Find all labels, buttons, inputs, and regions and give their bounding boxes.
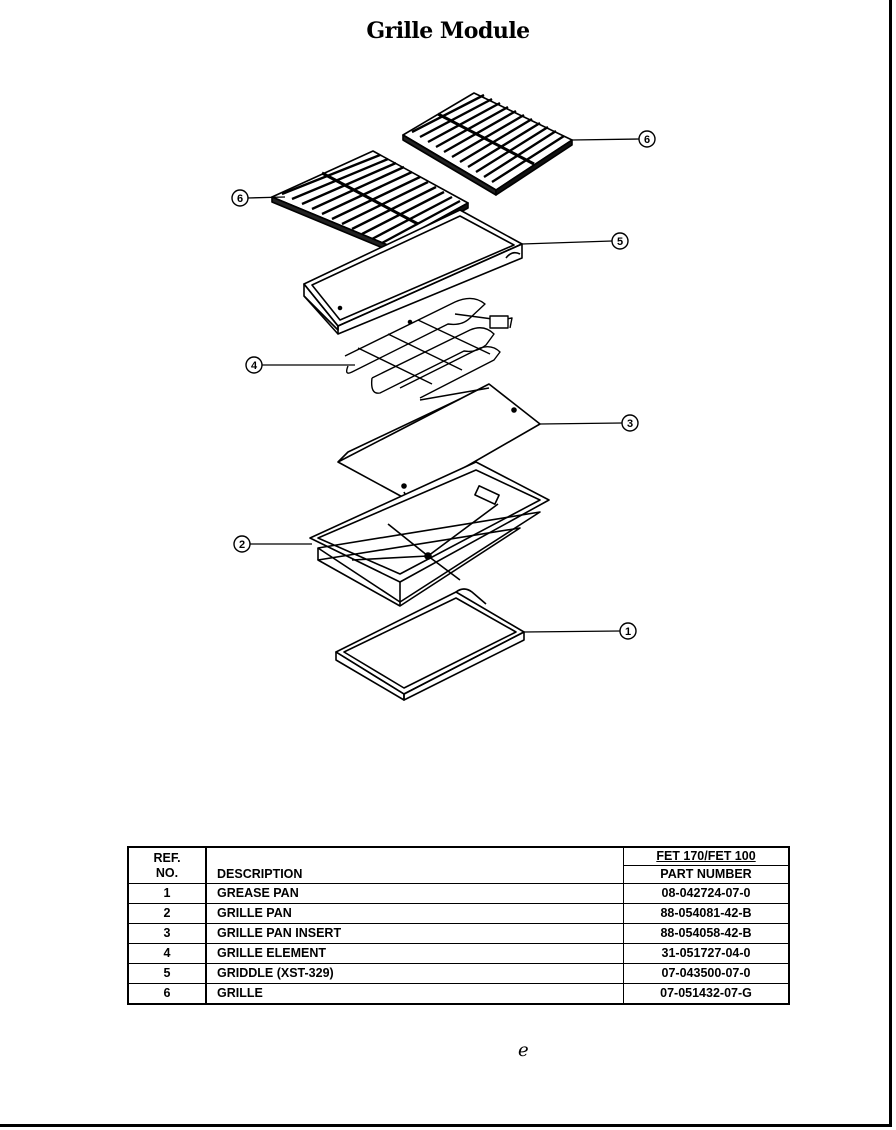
- table-row: 3 GRILLE PAN INSERT 88-054058-42-B: [127, 923, 790, 944]
- row-description: GRILLE ELEMENT: [205, 943, 624, 964]
- grille-element: [344, 297, 513, 399]
- row-ref: 5: [127, 963, 207, 984]
- row-part-number: 07-043500-07-0: [623, 963, 790, 984]
- parts-table: REF. NO. DESCRIPTION FET 170/FET 100 PAR…: [127, 846, 790, 1005]
- row-ref: 6: [127, 983, 207, 1005]
- row-description: GRIDDLE (XST-329): [205, 963, 624, 984]
- callout-5: 5: [611, 232, 629, 250]
- grease-pan: [335, 588, 525, 701]
- callout-4-label: 4: [251, 360, 258, 372]
- table-row: 4 GRILLE ELEMENT 31-051727-04-0: [127, 943, 790, 964]
- grille-pan: [309, 461, 550, 607]
- callout-6-upper-label: 6: [644, 134, 650, 146]
- header-description: DESCRIPTION: [205, 846, 624, 884]
- callout-3: 3: [621, 414, 639, 432]
- callout-1: 1: [619, 622, 637, 640]
- page-title: Grille Module: [366, 18, 530, 44]
- callout-6-upper: 6: [638, 130, 656, 148]
- callout-2-label: 2: [239, 539, 245, 551]
- header-part-number: FET 170/FET 100 PART NUMBER: [623, 846, 790, 884]
- row-part-number: 07-051432-07-G: [623, 983, 790, 1005]
- row-part-number: 31-051727-04-0: [623, 943, 790, 964]
- header-ref-line2: NO.: [155, 866, 179, 880]
- callout-4: 4: [245, 356, 263, 374]
- callout-6-lower-label: 6: [237, 193, 243, 205]
- row-ref: 1: [127, 883, 207, 904]
- row-description: GREASE PAN: [205, 883, 624, 904]
- row-description: GRILLE PAN INSERT: [205, 923, 624, 944]
- row-description: GRILLE PAN: [205, 903, 624, 924]
- callout-3-label: 3: [627, 418, 633, 430]
- table-header-row: REF. NO. DESCRIPTION FET 170/FET 100 PAR…: [127, 846, 790, 884]
- header-models: FET 170/FET 100: [624, 848, 788, 866]
- row-ref: 3: [127, 923, 207, 944]
- callout-2: 2: [233, 535, 251, 553]
- row-part-number: 08-042724-07-0: [623, 883, 790, 904]
- row-part-number: 88-054081-42-B: [623, 903, 790, 924]
- page-mark: ℯ: [518, 1040, 529, 1061]
- callout-5-label: 5: [617, 236, 623, 248]
- table-row: 6 GRILLE 07-051432-07-G: [127, 983, 790, 1005]
- callout-6-lower: 6: [231, 189, 249, 207]
- callout-1-label: 1: [625, 626, 631, 638]
- table-row: 2 GRILLE PAN 88-054081-42-B: [127, 903, 790, 924]
- table-row: 5 GRIDDLE (XST-329) 07-043500-07-0: [127, 963, 790, 984]
- row-part-number: 88-054058-42-B: [623, 923, 790, 944]
- table-row: 1 GREASE PAN 08-042724-07-0: [127, 883, 790, 904]
- grille-upper: [402, 92, 573, 196]
- exploded-parts-diagram: 6 6 5 4 3 2 1: [231, 92, 656, 701]
- row-ref: 2: [127, 903, 207, 924]
- row-ref: 4: [127, 943, 207, 964]
- header-ref-no: REF. NO.: [127, 846, 207, 884]
- row-description: GRILLE: [205, 983, 624, 1005]
- header-part-number-label: PART NUMBER: [660, 867, 752, 881]
- header-ref-line1: REF.: [153, 851, 181, 865]
